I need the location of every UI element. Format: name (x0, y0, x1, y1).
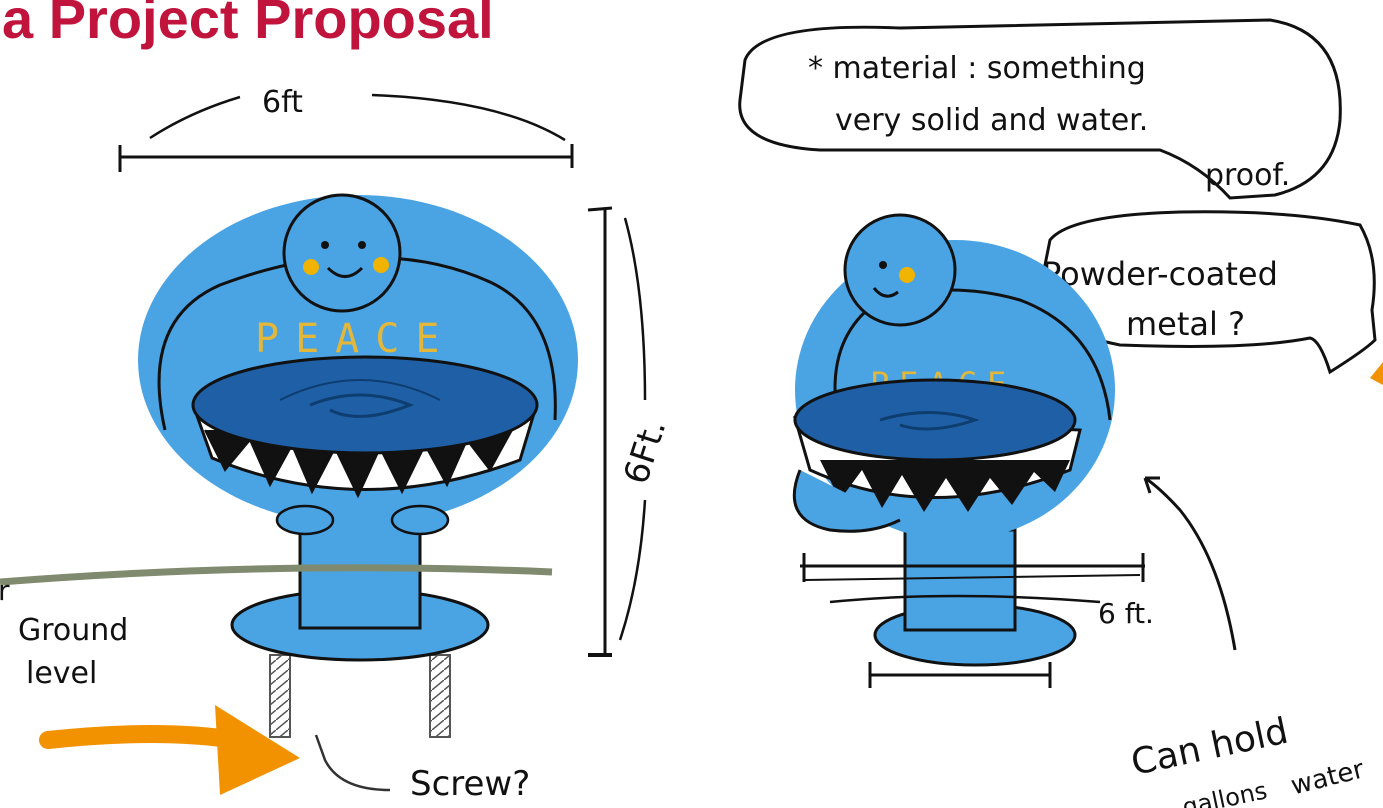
right-side-view: * material : something very solid and wa… (740, 20, 1383, 808)
material-note-line2: very solid and water. (835, 103, 1148, 138)
powder-note-line1: Powder-coated (1042, 255, 1278, 293)
right-bowl-water (795, 380, 1075, 460)
left-width-arc-left (150, 97, 240, 138)
left-front-view: 6ft 6Ft. PEACE (0, 85, 674, 804)
right-width-label: 6 ft. (1098, 597, 1154, 630)
left-edge-fragment: r (0, 574, 10, 607)
orange-arrow-edge-icon (1370, 362, 1383, 385)
right-cheek (899, 267, 915, 283)
capacity-line3: water (1288, 754, 1367, 801)
left-screw-2 (430, 655, 450, 737)
left-width-label: 6ft (262, 85, 303, 120)
left-screw-1 (270, 655, 290, 737)
left-peace-figure: PEACE (138, 195, 578, 737)
left-height-label: 6Ft. (616, 415, 674, 489)
material-note-line3: proof. (1205, 158, 1290, 193)
left-bowl-water (193, 357, 537, 453)
ground-label-line1: Ground (18, 613, 128, 648)
ground-level-line (0, 568, 552, 582)
capacity-line2: gallons (1180, 776, 1270, 808)
screw-label: Screw? (410, 764, 530, 804)
orange-arrow-icon (48, 734, 235, 740)
left-cheek-2 (373, 257, 389, 273)
powder-note-line2: metal ? (1126, 305, 1245, 343)
screw-callout-line (316, 735, 390, 790)
material-note-line1: * material : something (808, 51, 1146, 86)
capacity-callout-line (1145, 478, 1235, 650)
left-width-arc-right (372, 95, 565, 140)
left-cheek-1 (303, 259, 319, 275)
ground-label-line2: level (26, 656, 97, 691)
left-peace-text: PEACE (255, 316, 455, 362)
capacity-line1: Can hold (1128, 711, 1292, 784)
